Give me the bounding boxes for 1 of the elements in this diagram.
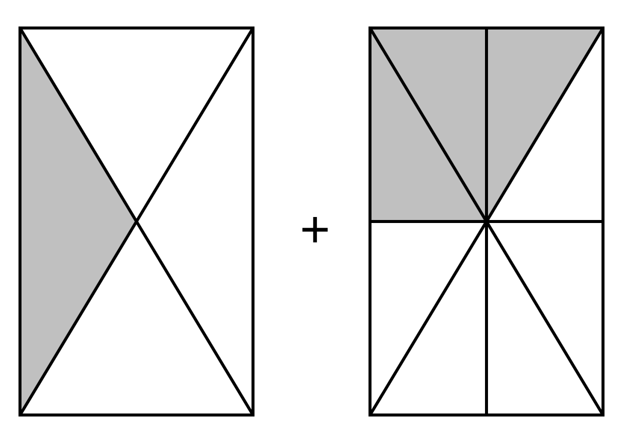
plus-sign: +: [298, 200, 332, 260]
